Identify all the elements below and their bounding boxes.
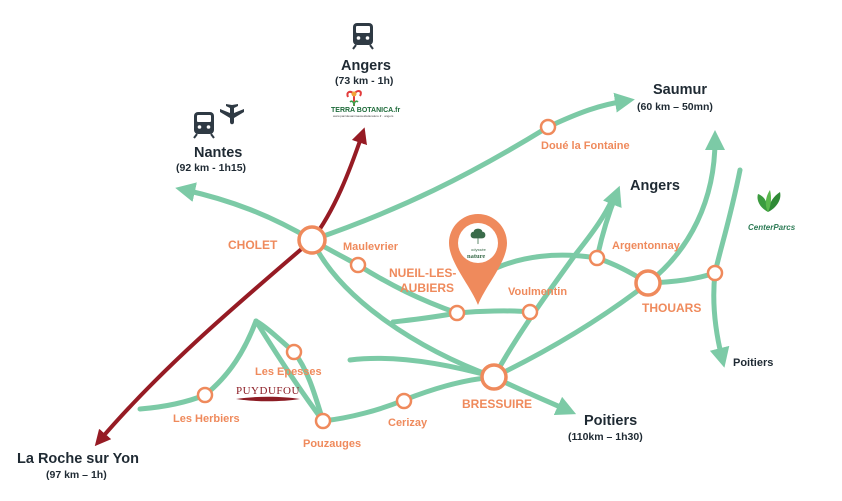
dest-nantes-sub: (92 km - 1h15) [176, 162, 246, 174]
road-cholet-saumur [309, 92, 635, 243]
terra-botanica-text: TERRA BOTANICA.fr [331, 107, 400, 114]
road-nueil-argentonnay [485, 252, 600, 275]
odyssee-nature-pin[interactable]: odyssée nature [449, 214, 507, 305]
label-doue: Doué la Fontaine [541, 140, 630, 152]
centerparcs-logo: CenterParcs [748, 190, 796, 232]
label-maulevrier: Maulevrier [343, 241, 399, 253]
label-les-epesses: Les Epesses [255, 366, 322, 378]
node-voulmentin[interactable] [521, 303, 539, 321]
road-cholet-nantes [175, 182, 315, 243]
train-icon [352, 23, 374, 50]
label-cholet: CHOLET [228, 238, 278, 252]
pin-text-line2: nature [467, 253, 485, 260]
terra-botanica-logo: TERRA BOTANICA.fr www.parcdesanimauxetde… [331, 90, 400, 118]
label-les-herbiers: Les Herbiers [173, 413, 240, 425]
node-thouars[interactable] [634, 269, 662, 297]
node-doue[interactable] [539, 118, 557, 136]
dest-poitiers-bottom: Poitiers [584, 413, 637, 429]
dest-saumur: Saumur [653, 82, 707, 98]
label-cerizay: Cerizay [388, 417, 428, 429]
road-nueil-west [390, 310, 460, 325]
label-voulmentin: Voulmentin [508, 286, 567, 298]
road-thouars-saumur [645, 130, 725, 286]
label-pouzauges: Pouzauges [303, 438, 361, 450]
puydufou-text: PUYDUFOU [236, 385, 300, 397]
town-nodes [196, 118, 724, 430]
node-nueil[interactable] [448, 304, 466, 322]
dest-saumur-sub: (60 km – 50mn) [637, 101, 713, 113]
road-centerparcs-poitiers [709, 167, 743, 368]
node-pouzauges[interactable] [314, 412, 332, 430]
road-maulevrier-nueil [355, 262, 460, 316]
label-thouars: THOUARS [642, 301, 701, 315]
node-bressuire[interactable] [480, 363, 508, 391]
dest-poitiers-bottom-sub: (110km – 1h30) [568, 431, 643, 443]
road-junction-herbiers [202, 318, 259, 398]
terra-botanica-sub: www.parcdesanimauxetdelanature.fr · ange… [333, 114, 394, 118]
node-maulevrier[interactable] [349, 256, 367, 274]
label-argentonnay: Argentonnay [612, 240, 681, 252]
dest-nantes: Nantes [194, 145, 242, 161]
node-les-epesses[interactable] [285, 343, 303, 361]
dest-la-roche-sub: (97 km – 1h) [46, 469, 107, 481]
road-herbiers-west [137, 392, 208, 412]
road-bressuire-thouars [491, 280, 651, 380]
town-labels: CHOLET Maulevrier Doué la Fontaine NUEIL… [173, 140, 701, 450]
pin-text-line1: odyssée [471, 247, 487, 252]
node-cerizay[interactable] [395, 392, 413, 410]
label-nueil-line1: NUEIL-LES- [389, 266, 456, 280]
destination-labels: Angers (73 km - 1h) Nantes (92 km - 1h15… [17, 58, 773, 481]
centerparcs-text: CenterParcs [748, 223, 796, 232]
label-nueil-line2: AUBIERS [400, 281, 454, 295]
node-cholet[interactable] [297, 225, 327, 255]
node-argentonnay[interactable] [588, 249, 606, 267]
dest-angers-top: Angers [341, 58, 391, 74]
road-bressuire-north [491, 197, 615, 380]
dest-poitiers-right: Poitiers [733, 357, 773, 369]
puydufou-logo: PUYDUFOU [236, 385, 300, 402]
highway-a83: A83 [94, 127, 367, 447]
highway-line [94, 127, 367, 447]
train-icon [193, 112, 215, 139]
road-nueil-voulmentin [454, 308, 533, 316]
node-les-herbiers[interactable] [196, 386, 214, 404]
plane-icon [220, 104, 244, 125]
dest-angers-top-sub: (73 km - 1h) [335, 75, 393, 87]
dest-angers-right: Angers [630, 178, 680, 194]
label-bressuire: BRESSUIRE [462, 397, 532, 411]
dest-la-roche: La Roche sur Yon [17, 451, 139, 467]
node-east-thouars[interactable] [706, 264, 724, 282]
